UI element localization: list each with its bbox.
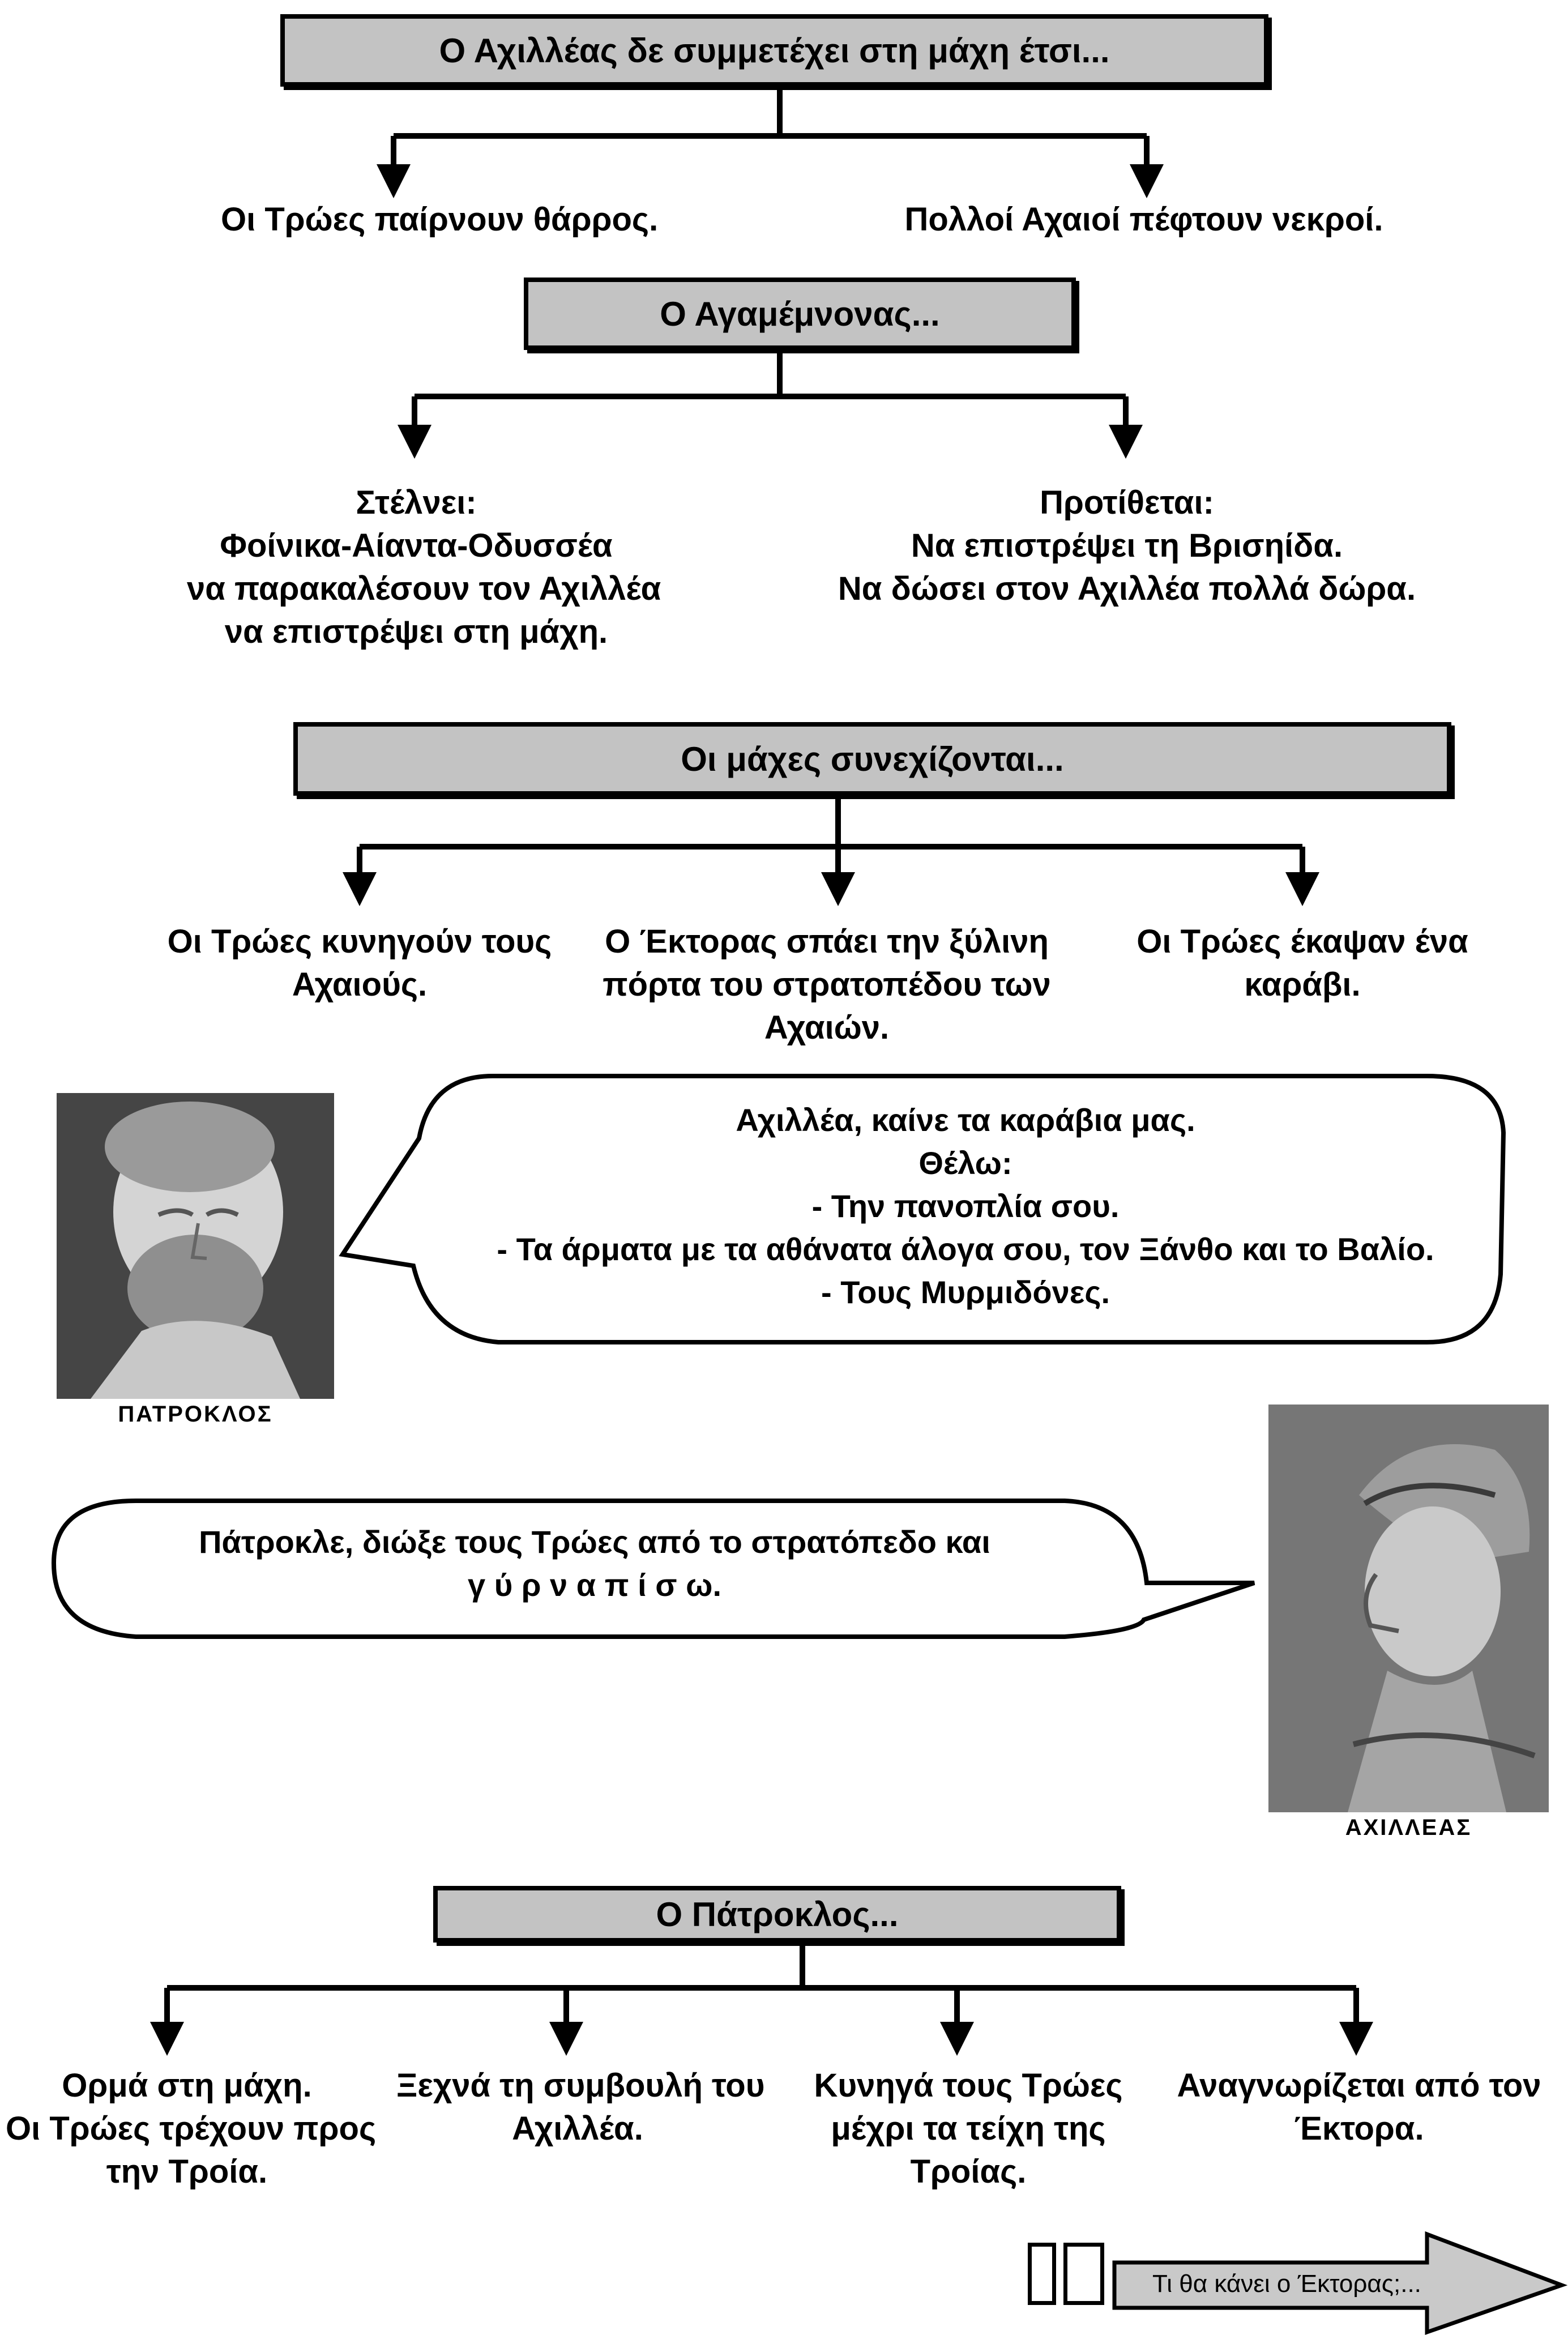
s1-right-text: Πολλοί Αχαιοί πέφτουν νεκροί. xyxy=(904,201,1383,238)
s4-col1-text: Ορμά στη μάχη. Οι Τρώες τρέχουν προς την… xyxy=(6,2067,377,2190)
nav-square-2-button[interactable] xyxy=(1063,2243,1104,2305)
next-arrow-shape xyxy=(1112,2231,1568,2335)
header-achilles-withdraws: Ο Αχιλλέας δε συμμετέχει στη μάχη έτσι..… xyxy=(280,14,1268,87)
next-arrow-label: Τι θα κάνει ο Έκτορας;... xyxy=(1152,2270,1421,2298)
patroclus-bust-image xyxy=(57,1093,334,1399)
s4-col3-text: Κυνηγά τους Τρώες μέχρι τα τείχη της Τρο… xyxy=(814,2067,1123,2190)
s4-col2-text: Ξεχνά τη συμβουλή του Αχιλλέα. xyxy=(396,2067,765,2147)
achilles-portrait xyxy=(1268,1405,1549,1812)
next-arrow-button[interactable]: Τι θα κάνει ο Έκτορας;... xyxy=(1152,2270,1469,2298)
s1-left-text: Οι Τρώες παίρνουν θάρρος. xyxy=(221,201,659,238)
achilles-helmet-image xyxy=(1268,1405,1549,1812)
s2-left-text: Στέλνει: Φοίνικα-Αίαντα-Οδυσσέα να παρακ… xyxy=(187,484,661,650)
header-patroclus-text: Ο Πάτροκλος... xyxy=(656,1895,899,1933)
header-battles-continue: Οι μάχες συνεχίζονται... xyxy=(293,722,1451,796)
achilles-caption: ΑΧΙΛΛΕΑΣ xyxy=(1345,1815,1472,1840)
patroclus-caption: ΠΑΤΡΟΚΛΟΣ xyxy=(118,1402,273,1427)
patroclus-portrait xyxy=(57,1093,334,1399)
s3-col2-text: Ο Έκτορας σπάει την ξύλινη πόρτα του στρ… xyxy=(603,923,1051,1046)
header-patroclus: Ο Πάτροκλος... xyxy=(433,1886,1121,1943)
patroclus-speech-bubble xyxy=(339,1074,1506,1344)
achilles-speech-bubble xyxy=(51,1499,1255,1639)
nav-square-1-button[interactable] xyxy=(1028,2243,1056,2305)
achilles-speech-text: Πάτροκλε, διώξε τους Τρώες από το στρατό… xyxy=(199,1524,990,1603)
patroclus-speech-text: Αχιλλέα, καίνε τα καράβια μας. Θέλω: - Τ… xyxy=(497,1102,1434,1310)
header-achilles-withdraws-text: Ο Αχιλλέας δε συμμετέχει στη μάχη έτσι..… xyxy=(439,31,1110,70)
s3-col3-text: Οι Τρώες έκαψαν ένα καράβι. xyxy=(1137,923,1468,1003)
s2-right-text: Προτίθεται: Να επιστρέψει τη Βρισηίδα. Ν… xyxy=(838,484,1416,607)
header-agamemnon-text: Ο Αγαμέμνονας... xyxy=(660,294,940,333)
header-agamemnon: Ο Αγαμέμνονας... xyxy=(524,278,1076,350)
header-battles-continue-text: Οι μάχες συνεχίζονται... xyxy=(681,740,1064,778)
s4-col4-text: Αναγνωρίζεται από τον Έκτορα. xyxy=(1177,2067,1541,2147)
s3-col1-text: Οι Τρώες κυνηγούν τους Αχαιούς. xyxy=(167,923,552,1003)
